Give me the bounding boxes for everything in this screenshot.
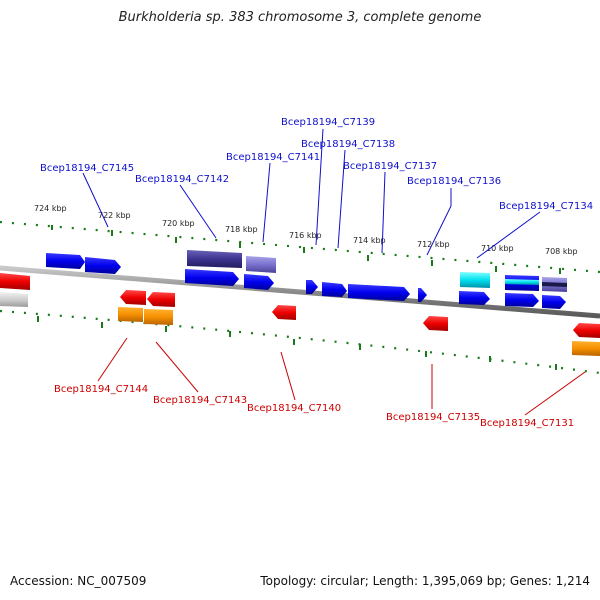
gene-forward[interactable]	[244, 274, 274, 290]
gene-reverse[interactable]	[423, 316, 448, 331]
gene-forward[interactable]	[460, 272, 490, 288]
gene-forward[interactable]	[418, 288, 427, 302]
gene-reverse[interactable]	[118, 307, 143, 322]
gene-label-forward[interactable]: Bcep18194_C7139	[281, 117, 375, 128]
gene-label-forward[interactable]: Bcep18194_C7136	[407, 176, 501, 187]
genome-backbone	[0, 265, 600, 319]
gene-label-forward[interactable]: Bcep18194_C7134	[499, 201, 593, 212]
gene-forward[interactable]	[348, 284, 410, 301]
forward-genes-inner	[185, 269, 566, 309]
gene-forward[interactable]	[306, 280, 318, 294]
gene-forward[interactable]	[46, 253, 85, 269]
scale-label: 714 kbp	[353, 236, 386, 245]
gene-label-forward[interactable]: Bcep18194_C7138	[301, 139, 395, 150]
gene-forward[interactable]	[542, 295, 566, 309]
gene-forward[interactable]	[542, 282, 567, 287]
scale-label: 718 kbp	[225, 225, 258, 234]
reverse-leaders	[97, 337, 586, 416]
gene-reverse[interactable]	[147, 292, 175, 307]
gene-label-forward[interactable]: Bcep18194_C7137	[343, 161, 437, 172]
gene-forward[interactable]	[505, 279, 539, 285]
gene-forward[interactable]	[322, 282, 347, 297]
genome-summary-text: Topology: circular; Length: 1,395,069 bp…	[260, 574, 590, 588]
gene-label-reverse[interactable]: Bcep18194_C7144	[54, 384, 148, 395]
gene-forward[interactable]	[85, 257, 121, 274]
gene-reverse[interactable]	[573, 323, 600, 338]
gene-reverse[interactable]	[0, 292, 28, 307]
scale-label: 710 kbp	[481, 244, 514, 253]
gene-label-reverse[interactable]: Bcep18194_C7140	[247, 403, 341, 414]
gene-forward[interactable]	[459, 291, 490, 305]
accession-text: Accession: NC_007509	[10, 574, 147, 588]
gene-label-reverse[interactable]: Bcep18194_C7135	[386, 412, 480, 423]
scale-label: 708 kbp	[545, 247, 578, 256]
gene-reverse[interactable]	[144, 309, 173, 325]
gene-reverse[interactable]	[120, 290, 146, 305]
scale-arc-inner	[0, 309, 600, 375]
scale-label: 716 kbp	[289, 231, 322, 240]
scale-arc-outer	[0, 220, 600, 274]
gene-reverse[interactable]	[572, 341, 600, 356]
gene-label-forward[interactable]: Bcep18194_C7141	[226, 152, 320, 163]
gene-label-forward[interactable]: Bcep18194_C7145	[40, 163, 134, 174]
gene-reverse[interactable]	[0, 273, 30, 290]
gene-forward[interactable]	[505, 293, 539, 307]
gene-forward[interactable]	[246, 256, 276, 273]
gene-label-forward[interactable]: Bcep18194_C7142	[135, 174, 229, 185]
major-ticks	[37, 225, 561, 370]
scale-label: 720 kbp	[162, 219, 195, 228]
forward-genes	[46, 250, 567, 292]
gene-forward[interactable]	[185, 269, 239, 286]
gene-label-reverse[interactable]: Bcep18194_C7131	[480, 418, 574, 429]
forward-leaders	[82, 128, 541, 259]
scale-label: 724 kbp	[34, 204, 67, 213]
map-title: Burkholderia sp. 383 chromosome 3, compl…	[118, 10, 482, 25]
gene-forward[interactable]	[187, 250, 242, 268]
gene-reverse[interactable]	[272, 305, 296, 320]
gene-label-reverse[interactable]: Bcep18194_C7143	[153, 395, 247, 406]
scale-label: 712 kbp	[417, 240, 450, 249]
scale-label: 722 kbp	[98, 211, 131, 220]
reverse-genes	[0, 273, 600, 356]
